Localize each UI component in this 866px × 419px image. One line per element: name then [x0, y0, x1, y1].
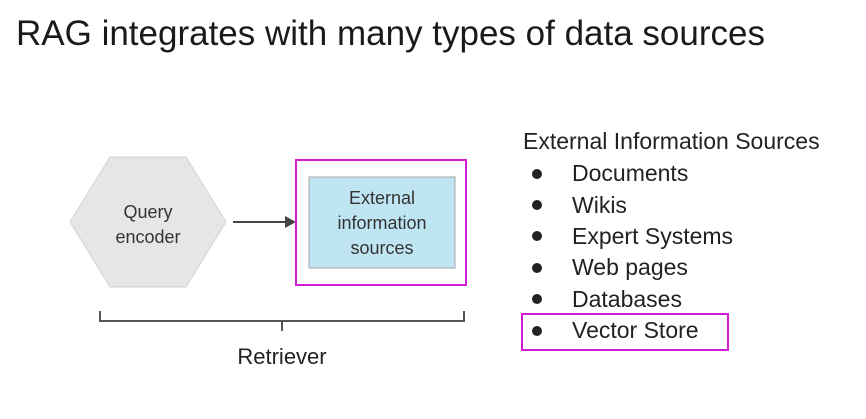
list-item: Documents	[530, 158, 733, 189]
bullet-icon	[532, 325, 542, 336]
list-item-highlighted: Vector Store	[530, 315, 733, 346]
list-item: Web pages	[530, 252, 733, 283]
bullet-icon	[532, 231, 542, 242]
bullet-icon	[532, 262, 542, 273]
list-item: Wikis	[530, 189, 733, 220]
query-encoder-label: Query encoder	[115, 202, 181, 247]
sources-list: Documents Wikis Expert Systems Web pages…	[530, 158, 733, 346]
slide-title: RAG integrates with many types of data s…	[16, 14, 765, 53]
retriever-label: Retriever	[237, 344, 327, 369]
arrow-head-icon	[285, 216, 296, 228]
list-item: Expert Systems	[530, 221, 733, 252]
query-encoder-hexagon	[69, 156, 227, 288]
bullet-icon	[532, 168, 542, 179]
external-sources-highlight	[295, 159, 467, 286]
list-item: Databases	[530, 284, 733, 315]
external-sources-box	[308, 176, 456, 269]
external-sources-label: External information sources	[337, 188, 427, 258]
vector-store-highlight	[521, 313, 729, 351]
bullet-icon	[532, 294, 542, 305]
sources-heading: External Information Sources	[523, 128, 820, 154]
bullet-icon	[532, 200, 542, 211]
retriever-bracket	[99, 311, 465, 331]
